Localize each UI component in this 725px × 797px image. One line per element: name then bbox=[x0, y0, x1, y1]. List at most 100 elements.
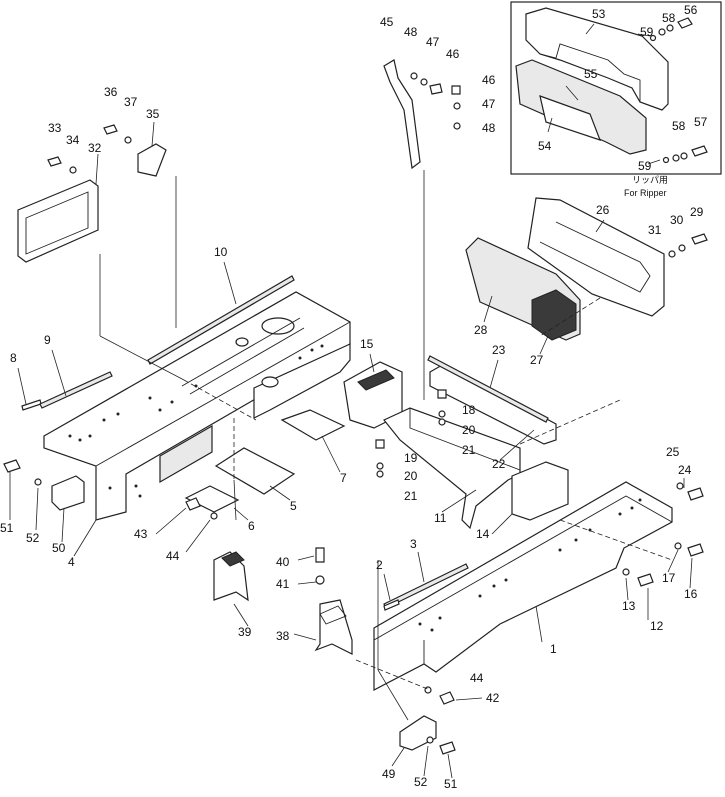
left-frame-holes bbox=[68, 344, 324, 498]
inset-note-en: For Ripper bbox=[624, 188, 667, 198]
ripper-inset: リッパ用 For Ripper bbox=[510, 1, 722, 198]
left-rods bbox=[21, 275, 295, 411]
callout-48a: 48 bbox=[404, 25, 418, 39]
callout-55: 55 bbox=[584, 67, 598, 81]
callout-48b: 48 bbox=[482, 121, 496, 135]
callout-26: 26 bbox=[596, 203, 610, 217]
inset-note-jp: リッパ用 bbox=[632, 175, 668, 185]
callout-10: 10 bbox=[214, 245, 228, 259]
callout-58a: 58 bbox=[662, 11, 676, 25]
callout-40: 40 bbox=[276, 555, 290, 569]
callout-2: 2 bbox=[376, 558, 383, 572]
callout-57: 57 bbox=[694, 115, 708, 129]
callout-38: 38 bbox=[276, 629, 290, 643]
left-frame-window bbox=[159, 424, 213, 484]
callout-8: 8 bbox=[10, 351, 17, 365]
callout-34: 34 bbox=[66, 133, 80, 147]
callout-18: 18 bbox=[462, 403, 476, 417]
callout-54: 54 bbox=[538, 139, 552, 153]
callout-21b: 21 bbox=[404, 489, 418, 503]
callout-56: 56 bbox=[684, 3, 698, 17]
callout-46a: 46 bbox=[446, 47, 460, 61]
callout-28: 28 bbox=[474, 323, 488, 337]
bracket-50 bbox=[51, 475, 85, 511]
beam-11 bbox=[383, 407, 521, 530]
callout-46b: 46 bbox=[482, 73, 496, 87]
callout-9: 9 bbox=[44, 333, 51, 347]
callout-3: 3 bbox=[410, 537, 417, 551]
callout-12: 12 bbox=[650, 619, 664, 633]
callout-16: 16 bbox=[684, 587, 698, 601]
pad-27 bbox=[531, 289, 577, 341]
left-frame-body bbox=[43, 291, 351, 521]
callout-20b: 20 bbox=[404, 469, 418, 483]
callout-52b: 52 bbox=[414, 775, 428, 789]
callout-42: 42 bbox=[486, 691, 500, 705]
gasket-plate-32 bbox=[17, 179, 99, 263]
callout-24: 24 bbox=[678, 463, 692, 477]
callout-6: 6 bbox=[248, 519, 255, 533]
bracket-49 bbox=[399, 715, 437, 751]
callout-36: 36 bbox=[104, 85, 118, 99]
callout-58b: 58 bbox=[672, 119, 686, 133]
pin-2 bbox=[383, 599, 400, 611]
callout-51b: 51 bbox=[444, 777, 458, 791]
lever-45 bbox=[383, 59, 421, 170]
callout-53: 53 bbox=[592, 7, 606, 21]
callout-59b: 59 bbox=[638, 159, 652, 173]
callout-1: 1 bbox=[550, 642, 557, 656]
callout-47a: 47 bbox=[426, 35, 440, 49]
fasteners-top-left bbox=[47, 124, 132, 174]
callout-51a: 51 bbox=[0, 521, 14, 535]
callout-labels: 1 2 3 4 5 6 7 8 9 10 11 12 13 14 15 16 1… bbox=[0, 3, 708, 791]
callout-4: 4 bbox=[68, 555, 75, 569]
callout-11: 11 bbox=[434, 511, 447, 525]
callout-22: 22 bbox=[492, 457, 506, 471]
callout-44b: 44 bbox=[470, 671, 484, 685]
callout-17: 17 bbox=[662, 571, 676, 585]
callout-21a: 21 bbox=[462, 443, 476, 457]
callout-43: 43 bbox=[134, 527, 148, 541]
callout-14: 14 bbox=[476, 527, 490, 541]
callout-50: 50 bbox=[52, 541, 66, 555]
bracket-35 bbox=[137, 143, 167, 177]
callout-30: 30 bbox=[670, 213, 684, 227]
callout-29: 29 bbox=[690, 205, 704, 219]
callout-23: 23 bbox=[492, 343, 506, 357]
rod-23 bbox=[427, 355, 549, 423]
callout-5: 5 bbox=[290, 499, 297, 513]
callout-59a: 59 bbox=[640, 25, 654, 39]
callout-47b: 47 bbox=[482, 97, 496, 111]
inset-frame bbox=[510, 1, 722, 175]
right-main-frame bbox=[373, 481, 673, 691]
callout-32: 32 bbox=[88, 141, 102, 155]
callout-leaders bbox=[9, 121, 693, 779]
callout-25: 25 bbox=[666, 445, 680, 459]
inset-panel bbox=[539, 95, 602, 141]
callout-37: 37 bbox=[124, 95, 138, 109]
lever-fasteners bbox=[410, 72, 461, 130]
right-fasteners bbox=[622, 482, 704, 587]
left-main-frame bbox=[43, 291, 351, 521]
callout-31: 31 bbox=[648, 223, 662, 237]
rear-cover-group bbox=[465, 197, 708, 341]
callout-19: 19 bbox=[404, 451, 418, 465]
mount-38 bbox=[314, 599, 353, 655]
callout-45: 45 bbox=[380, 15, 394, 29]
callout-52a: 52 bbox=[26, 531, 40, 545]
callout-7: 7 bbox=[340, 471, 347, 485]
callout-39: 39 bbox=[238, 625, 252, 639]
callout-13: 13 bbox=[622, 599, 636, 613]
callout-33: 33 bbox=[48, 121, 62, 135]
callout-15: 15 bbox=[360, 337, 374, 351]
mount-39 bbox=[213, 551, 249, 602]
center-bracket-15 bbox=[343, 361, 403, 429]
callout-41: 41 bbox=[276, 577, 290, 591]
right-frame-body bbox=[373, 481, 673, 691]
callout-35: 35 bbox=[146, 107, 160, 121]
mount-fasteners bbox=[185, 497, 455, 705]
floor-plates bbox=[184, 409, 346, 513]
center-fasteners bbox=[375, 389, 447, 478]
